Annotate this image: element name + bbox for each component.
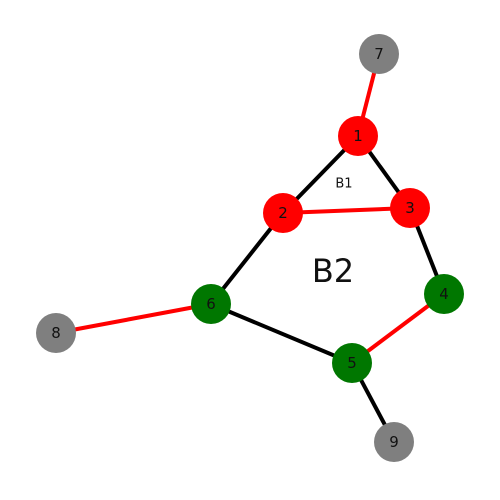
node-8: 8	[36, 313, 76, 353]
node-9: 9	[374, 422, 414, 462]
node-label-8: 8	[51, 324, 61, 342]
edge-6-5	[210, 302, 353, 365]
edge-2-3	[282, 206, 411, 215]
node-2: 2	[263, 193, 303, 233]
node-label-2: 2	[278, 204, 288, 222]
node-circle-5	[332, 343, 372, 383]
node-label-3: 3	[405, 199, 415, 217]
node-label-4: 4	[439, 285, 449, 303]
node-circle-7	[359, 34, 399, 74]
regions-layer: B1 B2	[312, 177, 354, 291]
region-label-b2: B2	[312, 252, 354, 290]
node-3: 3	[390, 188, 430, 228]
node-5: 5	[332, 343, 372, 383]
edges-layer	[55, 53, 446, 443]
node-label-5: 5	[347, 354, 357, 372]
node-label-6: 6	[206, 295, 216, 313]
edge-6-8	[55, 302, 212, 335]
node-4: 4	[424, 274, 464, 314]
node-circle-9	[374, 422, 414, 462]
node-circle-3	[390, 188, 430, 228]
nodes-layer: 1 2 3 4 5 6 7 8 9	[36, 34, 464, 462]
node-circle-1	[338, 116, 378, 156]
node-circle-8	[36, 313, 76, 353]
node-circle-4	[424, 274, 464, 314]
node-1: 1	[338, 116, 378, 156]
node-label-9: 9	[389, 433, 399, 451]
node-label-1: 1	[353, 127, 363, 145]
node-7: 7	[359, 34, 399, 74]
region-label-b1: B1	[335, 177, 352, 192]
node-circle-2	[263, 193, 303, 233]
node-label-7: 7	[374, 45, 384, 63]
node-6: 6	[191, 284, 231, 324]
node-circle-6	[191, 284, 231, 324]
